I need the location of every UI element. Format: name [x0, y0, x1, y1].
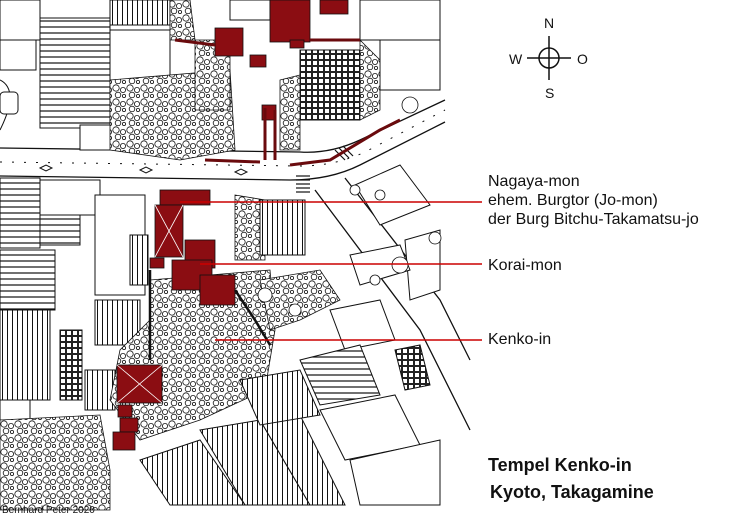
- upper-blocks: [0, 0, 441, 151]
- leader-lines: [180, 201, 482, 341]
- right-blocks: [239, 164, 441, 506]
- right-trees: [257, 96, 442, 317]
- label-nagaya-mon: Nagaya-mon ehem. Burgtor (Jo-mon) der Bu…: [488, 172, 699, 229]
- farm-fields: [139, 414, 346, 506]
- upper-walls: [174, 38, 401, 167]
- lower-left-blocks: [0, 177, 149, 421]
- label-kenko-in: Kenko-in: [488, 331, 552, 348]
- label-nagaya-line-2: ehem. Burgtor (Jo-mon): [488, 192, 658, 209]
- compass-rose: [527, 36, 571, 80]
- upper-garden: [109, 0, 381, 161]
- upper-temple-buildings: [214, 0, 349, 121]
- kenko-in-walls: [148, 270, 272, 360]
- label-korai-mon: Korai-mon: [488, 257, 562, 274]
- compass-south-label: S: [545, 85, 555, 101]
- label-nagaya-line-1: Nagaya-mon: [488, 173, 580, 190]
- compass-north-label: N: [544, 15, 555, 31]
- main-road: [0, 99, 446, 181]
- kenko-in-roof-lines: [116, 204, 184, 404]
- label-nagaya-line-3: der Burg Bitchu-Takamatsu-jo: [488, 211, 699, 228]
- compass-east-label: O: [577, 51, 588, 67]
- map-title-line-1: Tempel Kenko-in: [488, 455, 632, 475]
- compass-west-label: W: [509, 51, 523, 67]
- road-markers: [38, 164, 249, 176]
- copyright-text: Bernhard Peter 2020: [2, 505, 95, 516]
- map-title-line-2: Kyoto, Takagamine: [490, 482, 654, 502]
- nagaya-mon-building: [159, 189, 211, 206]
